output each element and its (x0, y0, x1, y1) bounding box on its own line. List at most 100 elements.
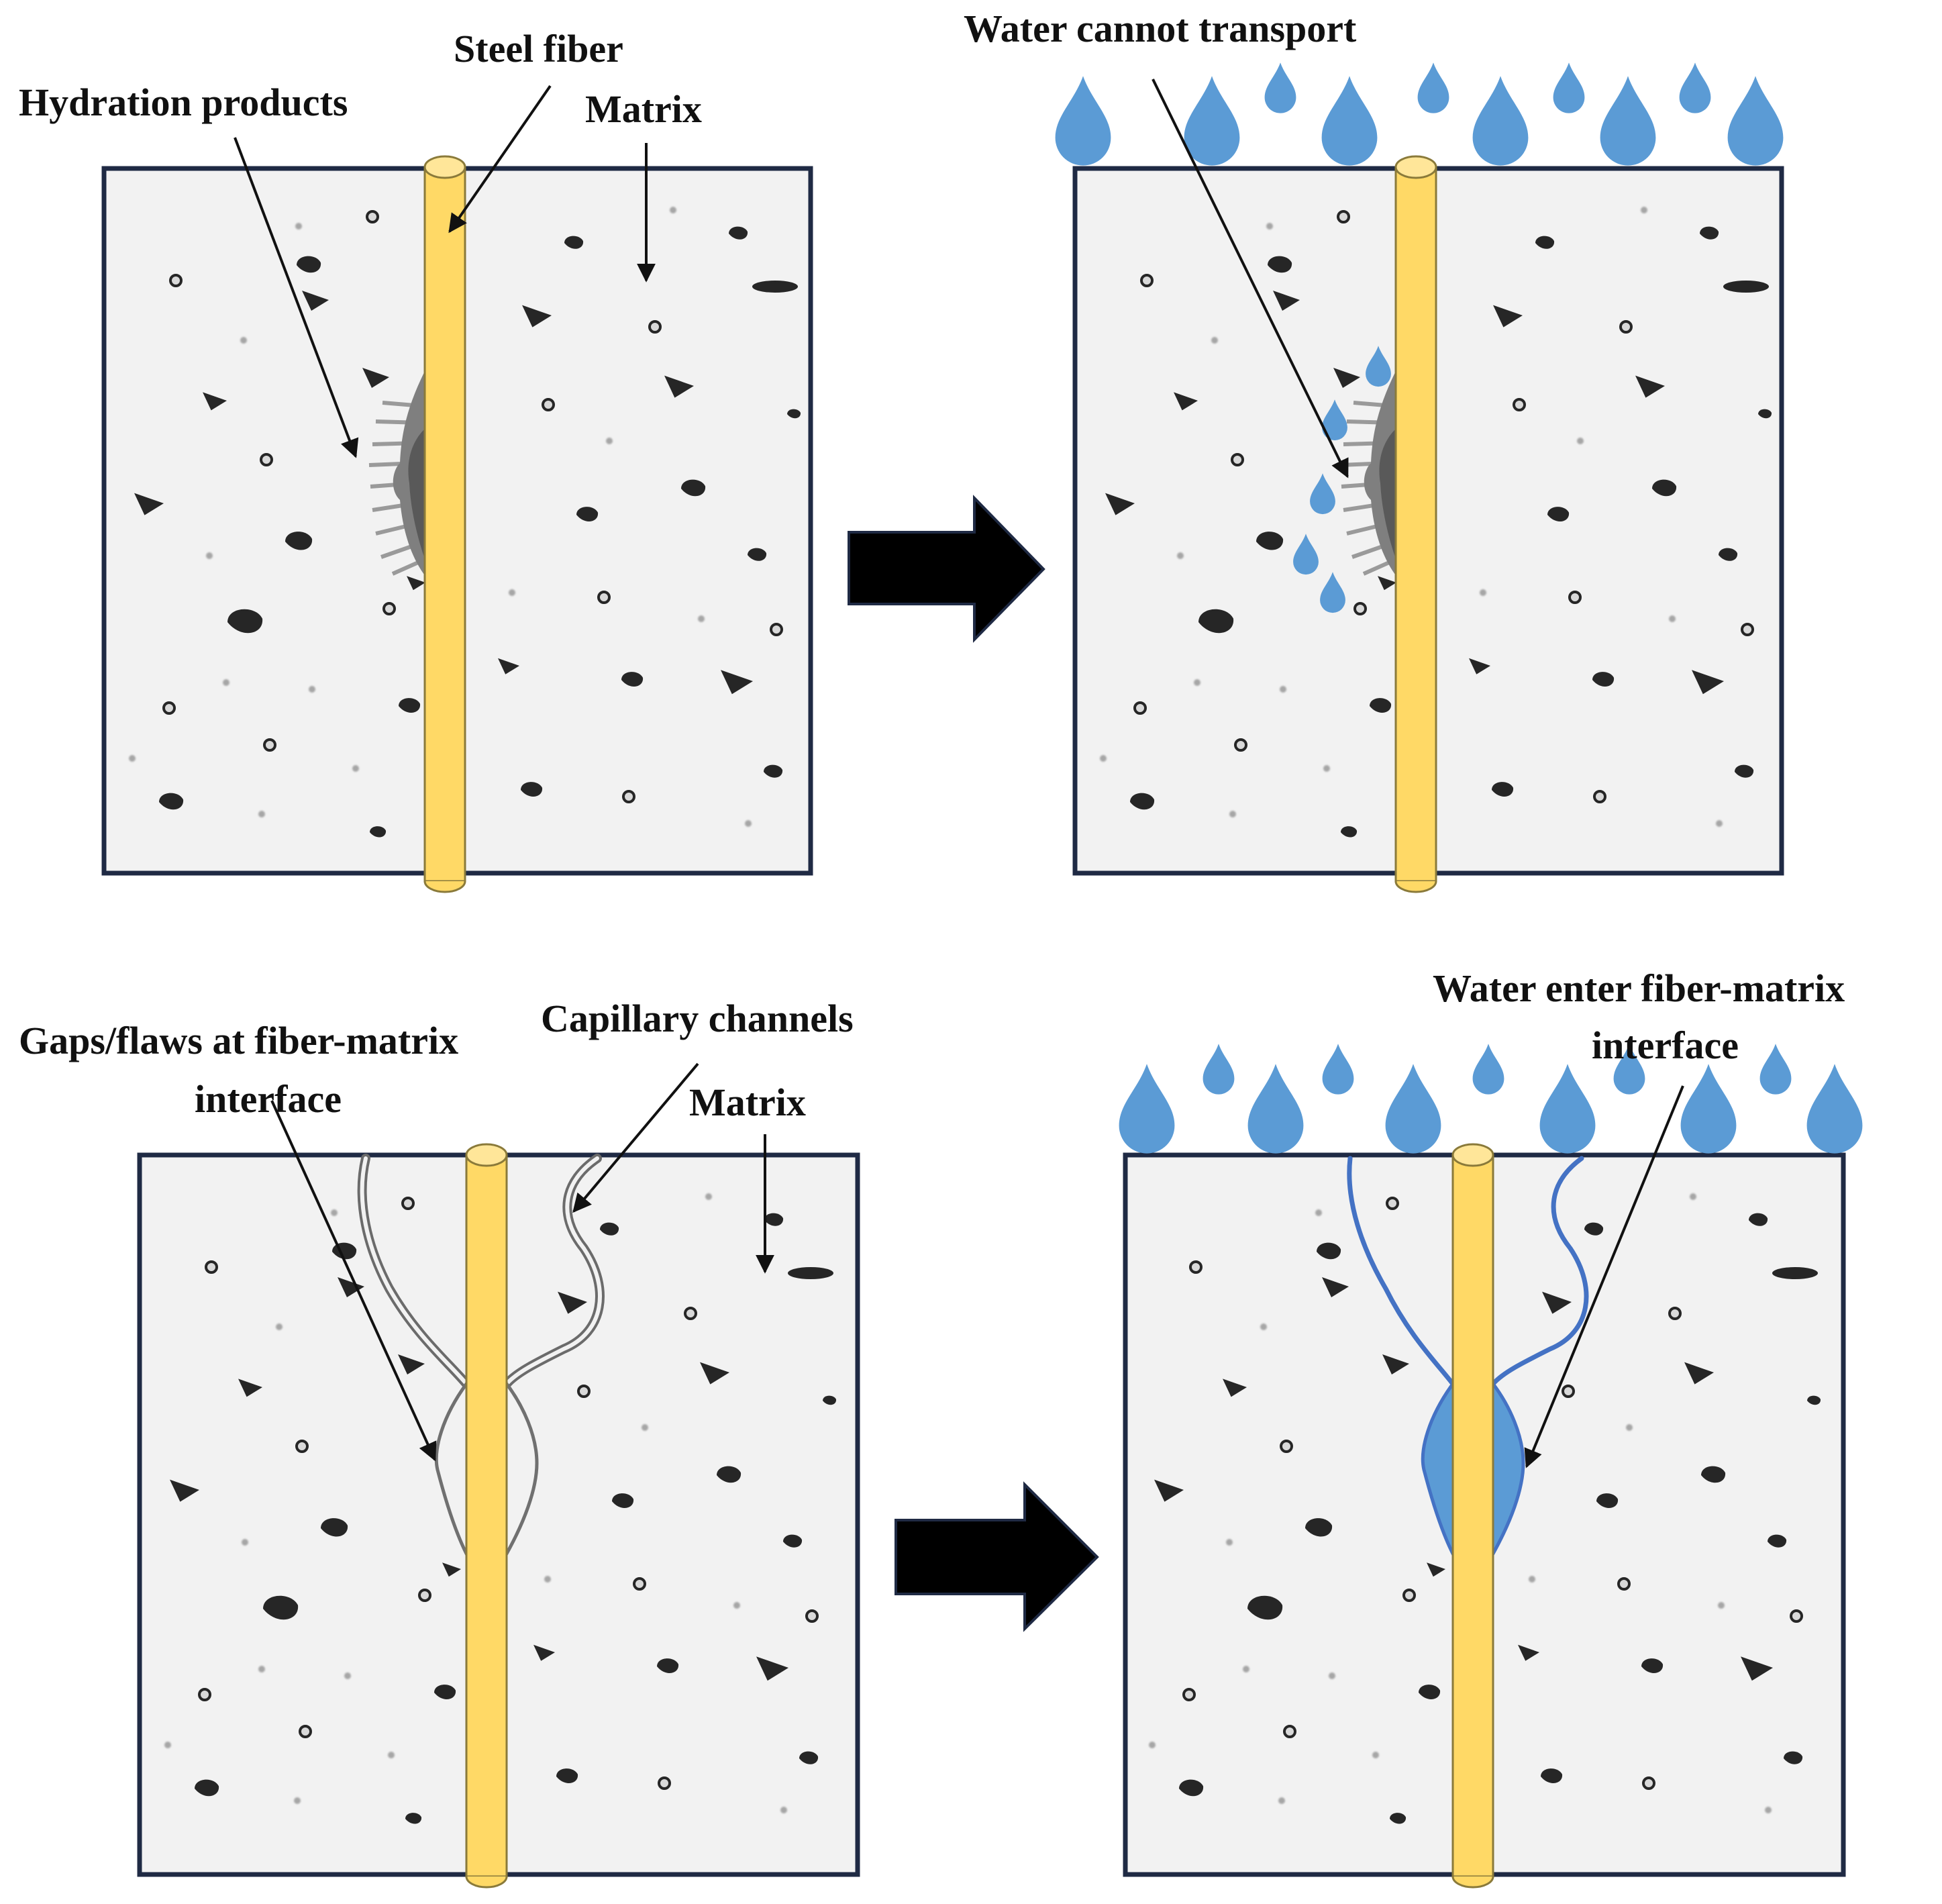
aggregate-particle (203, 392, 227, 411)
aggregate-particle (1700, 226, 1719, 240)
pore (1353, 602, 1367, 615)
aggregate-particle (1723, 281, 1769, 293)
aggregate-particle (564, 236, 584, 249)
fine-particle (1266, 223, 1273, 230)
fine-particle (1718, 1602, 1725, 1609)
fine-particle (129, 755, 136, 762)
pore (169, 274, 183, 287)
fine-particle (1577, 438, 1584, 444)
aggregate-particles (164, 1193, 837, 1824)
aggregate-particle (1635, 375, 1665, 398)
aggregate-particle (1492, 782, 1514, 797)
pore (1280, 1440, 1293, 1453)
aggregate-particle (1518, 1644, 1539, 1661)
fine-particle (1323, 765, 1330, 772)
label-water-cannot-transport: Water cannot transport (964, 7, 1357, 50)
pore (401, 1197, 415, 1210)
aggregate-particle (1692, 670, 1724, 695)
steel-fiber (1451, 1143, 1494, 1889)
aggregate-particle (657, 1658, 679, 1673)
aggregate-particle (1758, 409, 1772, 419)
aggregate-particle (1592, 672, 1615, 687)
fine-particle (1669, 615, 1676, 622)
aggregate-particle (600, 1222, 619, 1236)
label-matrix-top: Matrix (585, 87, 702, 131)
pore (263, 738, 276, 752)
fine-particle (1280, 686, 1286, 693)
fine-particle (1278, 1797, 1285, 1804)
pore (770, 623, 783, 636)
aggregate-particle (1719, 548, 1738, 561)
aggregate-particle (1469, 658, 1490, 674)
fine-particle (1329, 1672, 1335, 1679)
pore (198, 1688, 211, 1701)
aggregate-particle (823, 1395, 837, 1405)
steel-fiber (1394, 155, 1437, 893)
fine-particle (352, 765, 359, 772)
pore (260, 453, 273, 466)
aggregate-particle (1382, 1354, 1409, 1374)
label-capillary-channels: Capillary channels (541, 997, 854, 1040)
pore (1617, 1577, 1631, 1591)
aggregate-particle (1179, 1779, 1204, 1797)
aggregate-particle (522, 305, 552, 328)
fine-particle (698, 615, 705, 622)
aggregate-particle (521, 782, 543, 797)
label-water-enter-line1: Water enter fiber-matrix (1433, 966, 1845, 1010)
aggregate-particle (664, 375, 694, 398)
pore (684, 1307, 697, 1320)
label-gaps-line1: Gaps/flaws at fiber-matrix (19, 1019, 458, 1062)
aggregate-particle (1735, 764, 1754, 778)
fine-particle (1226, 1539, 1233, 1546)
label-gaps-line2: interface (195, 1077, 342, 1121)
fine-particle (642, 1424, 648, 1431)
aggregate-particle (533, 1644, 555, 1661)
aggregate-particle (297, 256, 321, 273)
fine-particle (606, 438, 613, 444)
label-matrix-bottom: Matrix (689, 1081, 806, 1124)
fine-particle (670, 207, 676, 213)
aggregate-particle (285, 532, 313, 550)
pore (1642, 1776, 1655, 1790)
aggregate-particle (1370, 698, 1392, 713)
aggregate-particle (434, 1685, 456, 1699)
aggregate-particle (1641, 1658, 1664, 1673)
rain-droplets-bottom (1119, 1044, 1863, 1154)
fine-particle (1177, 552, 1184, 559)
aggregate-particle (1419, 1685, 1441, 1699)
aggregate-particle (1749, 1213, 1768, 1226)
aggregate-particle (1333, 368, 1360, 388)
aggregate-particle (398, 1354, 425, 1374)
aggregate-particles (1100, 207, 1772, 838)
pore (1189, 1260, 1203, 1274)
leader-water-cannot (1152, 79, 1349, 479)
pore (542, 398, 555, 411)
aggregate-particle (1256, 532, 1284, 550)
aggregate-particle (1223, 1379, 1247, 1397)
rain-droplets-top (1055, 62, 1784, 166)
aggregate-particle (159, 793, 184, 810)
fine-particle (1100, 755, 1107, 762)
aggregate-particles (129, 207, 801, 838)
pore (633, 1577, 646, 1591)
pore (295, 1440, 309, 1453)
aggregate-particle (1772, 1267, 1818, 1279)
fine-particle (1243, 1666, 1249, 1672)
label-steel-fiber: Steel fiber (454, 27, 623, 70)
aggregate-particle (799, 1751, 819, 1764)
aggregate-particle (238, 1379, 262, 1397)
fine-particle (544, 1576, 551, 1583)
pore (1337, 210, 1350, 223)
aggregate-particle (1247, 1595, 1283, 1620)
fine-particle (258, 1666, 265, 1672)
label-hydration-products: Hydration products (19, 81, 348, 124)
aggregate-particle (1268, 256, 1292, 273)
fine-particle (1194, 679, 1200, 686)
hydration-products-cluster (368, 372, 426, 577)
pore (1593, 790, 1606, 803)
pore (597, 591, 611, 604)
aggregate-particle (1174, 392, 1198, 411)
aggregate-particle (227, 609, 263, 634)
aggregate-particle (1341, 826, 1358, 838)
